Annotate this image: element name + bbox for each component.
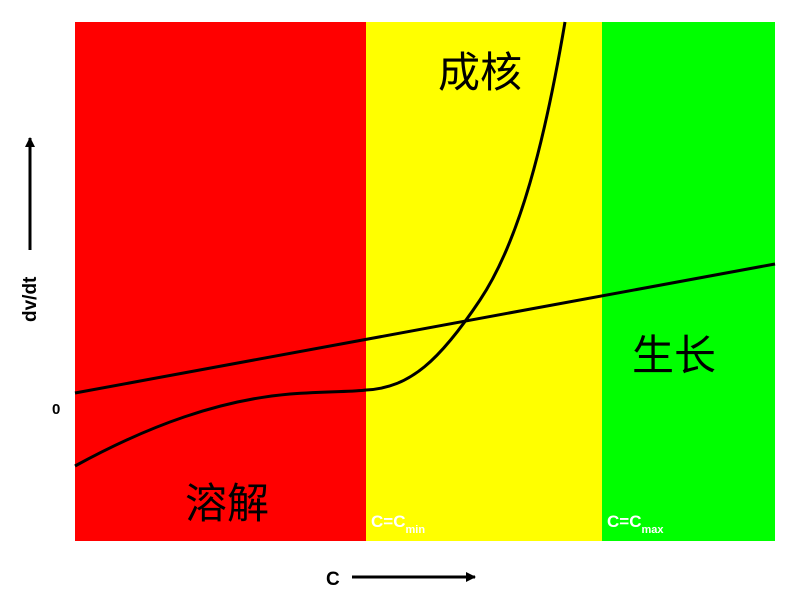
x-axis-label: C [326,569,340,590]
c-min-prefix: C=C [371,512,405,531]
dissolution-zone [75,22,366,541]
growth-line [74,262,776,395]
nucleation-curve [74,21,567,468]
y-axis-label: dv/dt [20,276,41,322]
nucleation-zone [366,22,602,541]
dissolution-label: 溶解 [185,479,269,528]
c-min-subscript: min [405,524,425,536]
c-max-prefix: C=C [607,512,641,531]
growth-zone [602,22,775,541]
zero-label: 0 [52,401,60,418]
c-max-subscript: max [641,524,664,536]
nucleation-label: 成核 [438,48,522,97]
c-max-label: C=Cmax [607,512,664,536]
growth-label: 生长 [632,331,716,380]
c-min-label: C=Cmin [371,512,425,536]
